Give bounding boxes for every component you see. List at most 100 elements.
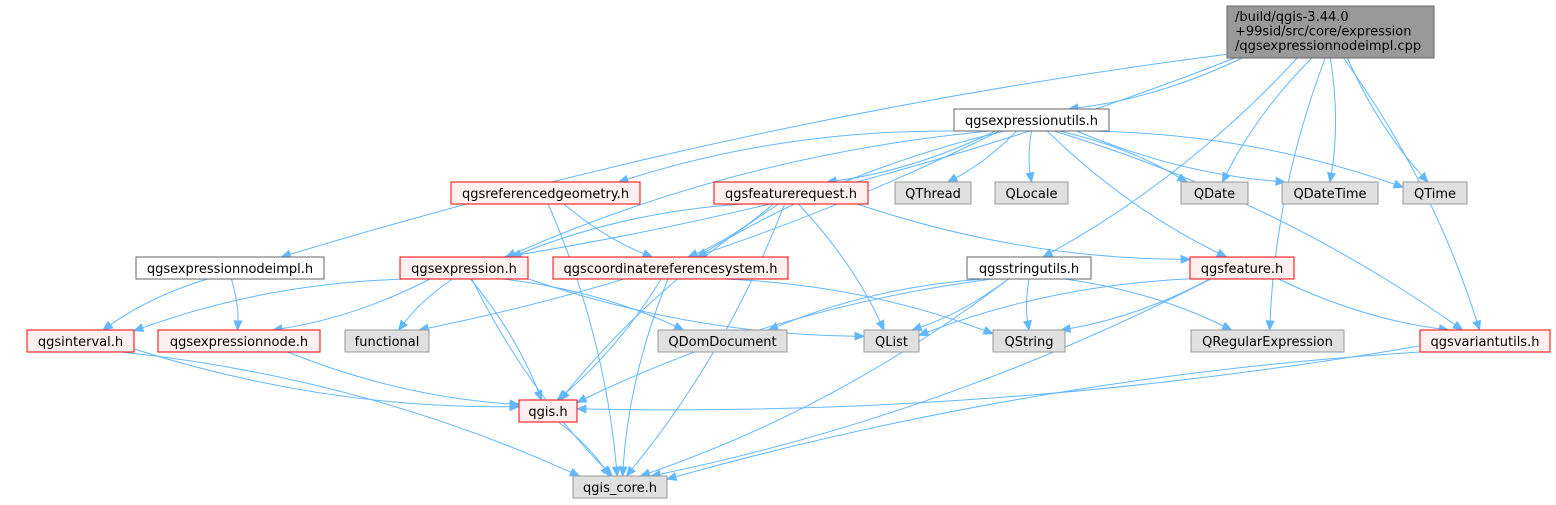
edge-qgsfeature-to-qgis_core: [659, 278, 1212, 475]
edge-qgsexpression-to-qgsinterval: [142, 278, 407, 329]
edge-qgsexpressionutils-to-qgsvariantutils: [1053, 130, 1456, 326]
node-label-qdate: QDate: [1194, 187, 1235, 202]
arrowhead-qgscoordinatereferencesystem-to-qgis: [556, 390, 568, 401]
edge-qgsexpressionutils-to-qgsexpression: [514, 130, 990, 254]
node-label-qdatetime: QDateTime: [1293, 187, 1366, 202]
arrowhead-qgsexpressionutils-to-qthread: [946, 173, 959, 183]
edge-qgsfeature-to-qgsvariantutils: [1278, 278, 1440, 330]
edge-qgsexpressionutils-to-qgscoordinatereferencesystem: [704, 130, 1005, 253]
arrowhead-qgsreferencedgeometry-to-qgscoordinatereferencesystem: [641, 249, 654, 258]
arrowhead-qgscoordinatereferencesystem-to-qgis_core: [618, 466, 628, 478]
node-qgsvariantutils[interactable]: qgsvariantutils.h: [1419, 329, 1551, 353]
node-qgsfeaturerequest[interactable]: qgsfeaturerequest.h: [713, 181, 869, 205]
node-label-qgis_core: qgis_core.h: [583, 481, 657, 496]
node-label-root: /build/qgis-3.44.0: [1235, 10, 1349, 25]
node-root[interactable]: /build/qgis-3.44.0+99sid/src/core/expres…: [1226, 5, 1435, 59]
arrowhead-qgsexpressionutils-to-qlocale: [1025, 171, 1035, 184]
arrowhead-qgsfeature-to-qlist: [917, 327, 930, 337]
edge-root-to-qgsstringutils: [1050, 57, 1298, 254]
edge-qgsexpressionutils-to-qgsreferencedgeometry: [627, 130, 959, 180]
node-qgscoordinatereferencesystem[interactable]: qgscoordinatereferencesystem.h: [552, 256, 789, 280]
edge-qgsexpressionutils-to-functional: [427, 130, 1000, 329]
arrowhead-qgsexpressionnodeimpl-to-qgsinterval: [101, 320, 114, 331]
node-box-qlocale: [994, 181, 1069, 205]
node-label-qlist: QList: [875, 335, 908, 350]
node-qgsstringutils[interactable]: qgsstringutils.h: [966, 256, 1092, 280]
arrowhead-root-to-qgsvariantutils: [1472, 319, 1481, 332]
edge-qgsexpressionutils-to-qthread: [955, 130, 1018, 179]
node-box-qgsexpressionnodeimpl: [135, 256, 325, 280]
edge-qgsfeaturerequest-to-qgis: [565, 203, 779, 394]
node-qgis[interactable]: qgis.h: [518, 399, 578, 423]
arrowhead-qgsreferencedgeometry-to-qgis_core: [611, 466, 621, 478]
arrowhead-qgsstringutils-to-qregularexpression: [1221, 321, 1233, 331]
node-box-functional: [344, 329, 430, 353]
edge-qgsfeature-to-qstring: [1069, 278, 1211, 329]
edge-qgscoordinatereferencesystem-to-qstring: [724, 278, 985, 331]
node-box-qgsstringutils: [966, 256, 1092, 280]
node-box-qgis_core: [572, 475, 668, 499]
node-qgsexpressionnode[interactable]: qgsexpressionnode.h: [157, 329, 321, 353]
edge-qgsexpression-to-qdomdocument: [502, 278, 676, 327]
edge-root-to-qdate: [1226, 57, 1313, 175]
node-label-qthread: QThread: [905, 187, 961, 202]
node-label-qregularexpression: QRegularExpression: [1202, 335, 1333, 350]
node-qtime: QTime: [1402, 181, 1468, 205]
arrowhead-qgsvariantutils-to-qgis: [575, 404, 587, 414]
node-box-qtime: [1402, 181, 1468, 205]
node-box-qgsinterval: [26, 329, 135, 353]
node-box-qgsfeaturerequest: [713, 181, 869, 205]
node-box-qgsexpressionutils: [953, 108, 1110, 132]
node-label-qgsexpressionnodeimpl: qgsexpressionnodeimpl.h: [147, 262, 313, 277]
node-box-qgscoordinatereferencesystem: [552, 256, 789, 280]
node-qregularexpression: QRegularExpression: [1190, 329, 1345, 353]
node-box-qgsvariantutils: [1419, 329, 1551, 353]
edge-qgsfeaturerequest-to-qgsfeature: [856, 203, 1182, 260]
nodes-layer: /build/qgis-3.44.0+99sid/src/core/expres…: [26, 5, 1551, 499]
arrowhead-qgsexpressionutils-to-qgscoordinatereferencesystem: [696, 248, 708, 258]
node-box-qdatetime: [1281, 181, 1379, 205]
arrowhead-qgscoordinatereferencesystem-to-qstring: [982, 326, 995, 335]
arrowhead-qgsexpressionnode-to-qgis: [509, 399, 521, 409]
arrowhead-qgsexpressionnodeimpl-to-qgsexpressionnode: [233, 320, 243, 332]
node-qgsexpressionutils[interactable]: qgsexpressionutils.h: [953, 108, 1110, 132]
node-qdate: QDate: [1180, 181, 1249, 205]
node-functional: functional: [344, 329, 430, 353]
node-box-qthread: [894, 181, 972, 205]
node-qthread: QThread: [894, 181, 972, 205]
node-box-qgsreferencedgeometry: [450, 181, 641, 205]
arrowhead-qgsinterval-to-qgis_core: [568, 467, 581, 477]
edge-qgsexpressionutils-to-qlocale: [1028, 130, 1032, 174]
edge-qgsstringutils-to-qlist: [920, 278, 1009, 328]
node-qgsfeature[interactable]: qgsfeature.h: [1189, 256, 1295, 280]
edge-qgsexpressionutils-to-qtime: [1092, 130, 1395, 185]
node-label-root: /qgsexpressionnodeimpl.cpp: [1235, 39, 1421, 54]
edge-qgsexpressionutils-to-qgsfeature: [1046, 130, 1219, 254]
edge-qgscoordinatereferencesystem-to-qgis_core: [622, 278, 669, 468]
arrowhead-root-to-qtime: [1418, 171, 1429, 183]
edge-qgsinterval-to-qgis: [133, 348, 511, 408]
arrowhead-root-to-qdate: [1221, 171, 1231, 184]
arrowhead-qgsexpressionutils-to-qgsvariantutils: [1452, 320, 1464, 331]
node-qlist: QList: [863, 329, 920, 353]
node-label-qstring: QString: [1004, 335, 1053, 350]
node-label-functional: functional: [355, 335, 420, 350]
arrowhead-root-to-qdatetime: [1327, 171, 1337, 184]
node-qgsreferencedgeometry[interactable]: qgsreferencedgeometry.h: [450, 181, 641, 205]
node-qdomdocument: QDomDocument: [657, 329, 788, 353]
node-label-qlocale: QLocale: [1006, 187, 1058, 202]
node-qdatetime: QDateTime: [1281, 181, 1379, 205]
edge-qgsvariantutils-to-qgis_core: [675, 351, 1421, 478]
edge-qgsexpression-to-qgis: [470, 278, 539, 392]
edge-root-to-qgsexpressionnodeimpl: [289, 53, 1228, 255]
edge-qgsexpressionnode-to-qgis: [287, 351, 511, 405]
node-qgsexpressionnodeimpl[interactable]: qgsexpressionnodeimpl.h: [135, 256, 325, 280]
edge-qgsexpressionutils-to-qdatetime: [1076, 130, 1277, 182]
node-qgsinterval[interactable]: qgsinterval.h: [26, 329, 135, 353]
node-label-root: +99sid/src/core/expression: [1235, 25, 1411, 40]
arrowhead-qgsexpression-to-qdomdocument: [673, 321, 685, 331]
edge-qgsinterval-to-qgis_core: [121, 351, 572, 473]
node-box-qgis: [518, 399, 578, 423]
node-qgsexpression[interactable]: qgsexpression.h: [399, 256, 529, 280]
